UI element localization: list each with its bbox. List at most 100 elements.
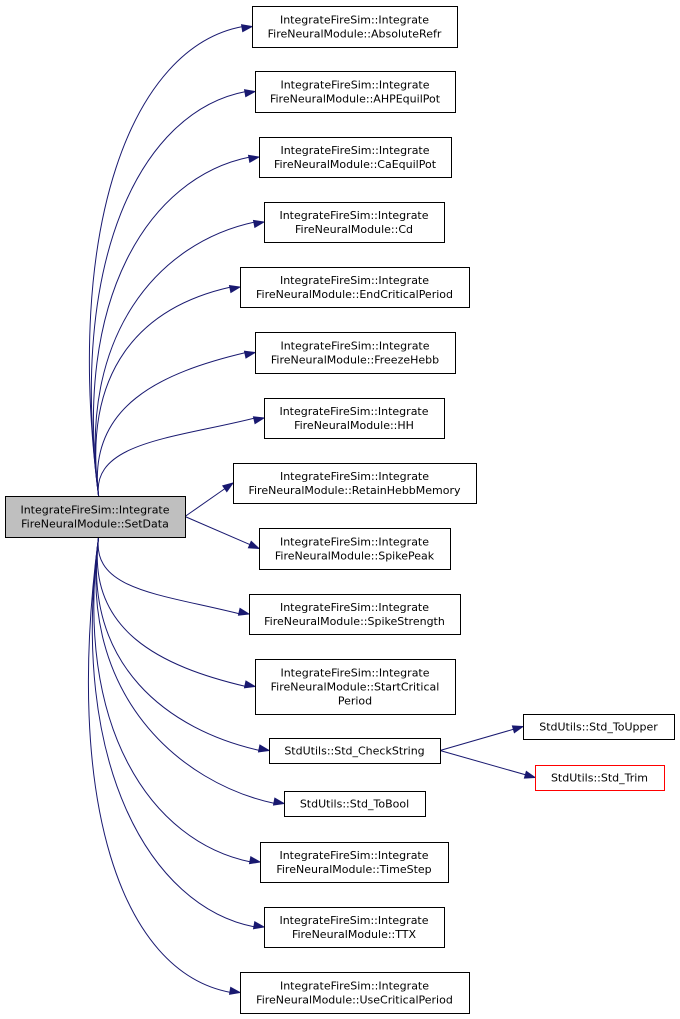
node-label-line: FireNeuralModule::FreezeHebb xyxy=(271,354,439,367)
edge-line xyxy=(92,156,251,497)
arrowhead-icon xyxy=(257,744,271,753)
arrowhead-icon xyxy=(237,607,251,616)
edge-line xyxy=(439,750,527,776)
arrowhead-icon xyxy=(523,770,537,779)
arrowhead-icon xyxy=(272,797,286,806)
node-label-line: FireNeuralModule::Cd xyxy=(295,223,413,236)
arrowhead-icon xyxy=(247,540,261,550)
arrowhead-icon xyxy=(248,855,262,865)
node-box xyxy=(264,907,445,948)
node-ahpequilpot[interactable]: IntegrateFireSim::IntegrateFireNeuralMod… xyxy=(255,71,456,113)
node-spikestrength[interactable]: IntegrateFireSim::IntegrateFireNeuralMod… xyxy=(249,594,461,635)
node-label-line: FireNeuralModule::HH xyxy=(294,419,414,432)
arrowhead-icon xyxy=(252,921,266,930)
edge-line xyxy=(184,487,226,517)
node-label-line: IntegrateFireSim::Integrate xyxy=(280,470,429,483)
node-startcriticalperiod[interactable]: IntegrateFireSim::IntegrateFireNeuralMod… xyxy=(255,659,456,715)
node-label-line: FireNeuralModule::StartCritical xyxy=(271,681,440,694)
edge-setdata-to-ttx xyxy=(91,536,266,930)
arrowhead-icon xyxy=(243,89,257,98)
node-spikepeak[interactable]: IntegrateFireSim::IntegrateFireNeuralMod… xyxy=(259,528,451,570)
node-box xyxy=(233,463,477,504)
arrowhead-icon xyxy=(221,482,235,493)
node-box xyxy=(284,791,426,817)
node-std-toupper[interactable]: StdUtils::Std_ToUpper xyxy=(523,714,675,740)
node-std-checkstring[interactable]: StdUtils::Std_CheckString xyxy=(269,738,441,764)
node-endcriticalperiod[interactable]: IntegrateFireSim::IntegrateFireNeuralMod… xyxy=(240,267,470,308)
node-label-line: StdUtils::Std_ToBool xyxy=(300,798,409,811)
node-label-line: IntegrateFireSim::Integrate xyxy=(20,504,169,517)
node-label-line: FireNeuralModule::RetainHebbMemory xyxy=(248,484,461,497)
arrowhead-icon xyxy=(228,284,242,294)
node-label-line: IntegrateFireSim::Integrate xyxy=(280,667,429,680)
node-retainhebbmemory[interactable]: IntegrateFireSim::IntegrateFireNeuralMod… xyxy=(233,463,477,504)
node-absoluterefr[interactable]: IntegrateFireSim::IntegrateFireNeuralMod… xyxy=(252,6,458,48)
edge-line xyxy=(95,286,232,497)
node-label-line: IntegrateFireSim::Integrate xyxy=(279,849,428,862)
edge-setdata-to-hh xyxy=(97,416,266,497)
edge-setdata-to-absoluterefr xyxy=(88,24,254,497)
node-std-trim[interactable]: StdUtils::Std_Trim xyxy=(535,765,665,791)
node-freezehebb[interactable]: IntegrateFireSim::IntegrateFireNeuralMod… xyxy=(255,332,456,374)
node-label-line: IntegrateFireSim::Integrate xyxy=(280,14,429,27)
node-usecriticalperiod[interactable]: IntegrateFireSim::IntegrateFireNeuralMod… xyxy=(240,972,470,1014)
edge-setdata-to-retainhebbmemory xyxy=(184,482,235,517)
node-box xyxy=(259,137,452,178)
edges-layer xyxy=(87,24,537,995)
node-setdata[interactable]: IntegrateFireSim::IntegrateFireNeuralMod… xyxy=(5,496,186,538)
node-hh[interactable]: IntegrateFireSim::IntegrateFireNeuralMod… xyxy=(264,398,445,439)
edge-setdata-to-caequilpot xyxy=(92,154,261,497)
edge-setdata-to-startcriticalperiod xyxy=(96,536,257,689)
node-label-line: FireNeuralModule::UseCriticalPeriod xyxy=(256,994,453,1007)
node-label-line: FireNeuralModule::CaEquilPot xyxy=(274,158,437,171)
edge-setdata-to-ahpequilpot xyxy=(90,89,257,497)
node-label-line: FireNeuralModule::SetData xyxy=(21,518,169,531)
node-label-line: FireNeuralModule::TTX xyxy=(292,928,417,941)
node-box xyxy=(259,528,451,570)
node-std-tobool[interactable]: StdUtils::Std_ToBool xyxy=(284,791,426,817)
node-label-line: IntegrateFireSim::Integrate xyxy=(280,980,429,993)
node-label-line: FireNeuralModule::SpikePeak xyxy=(275,550,435,563)
edge-line xyxy=(97,536,241,615)
node-label-line: StdUtils::Std_Trim xyxy=(551,772,648,785)
node-label-line: IntegrateFireSim::Integrate xyxy=(280,536,429,549)
edge-line xyxy=(439,728,515,751)
edge-setdata-to-freezehebb xyxy=(96,350,257,497)
arrowhead-icon xyxy=(228,986,242,995)
node-label-line: IntegrateFireSim::Integrate xyxy=(280,274,429,287)
node-ttx[interactable]: IntegrateFireSim::IntegrateFireNeuralMod… xyxy=(264,907,445,948)
node-box xyxy=(252,6,458,48)
node-box xyxy=(5,496,186,538)
node-box xyxy=(255,659,456,715)
node-box xyxy=(523,714,675,740)
edge-line xyxy=(93,536,252,863)
edge-line xyxy=(88,26,244,497)
node-label-line: IntegrateFireSim::Integrate xyxy=(279,914,428,927)
node-label-line: IntegrateFireSim::Integrate xyxy=(280,601,429,614)
node-box xyxy=(264,202,445,243)
node-label-line: IntegrateFireSim::Integrate xyxy=(279,405,428,418)
node-label-line: IntegrateFireSim::Integrate xyxy=(279,209,428,222)
edge-line xyxy=(90,91,247,497)
edge-line xyxy=(96,352,247,497)
node-cd[interactable]: IntegrateFireSim::IntegrateFireNeuralMod… xyxy=(264,202,445,243)
arrowhead-icon xyxy=(252,416,266,425)
edge-setdata-to-spikestrength xyxy=(97,536,251,616)
edge-line xyxy=(94,221,256,497)
node-label-line: Period xyxy=(338,695,372,708)
edge-line xyxy=(96,536,247,687)
arrowhead-icon xyxy=(511,725,525,734)
node-box xyxy=(264,398,445,439)
edge-setdata-to-std-checkstring xyxy=(96,536,271,753)
edge-std-checkstring-to-std-trim xyxy=(439,750,537,779)
node-box xyxy=(260,842,449,883)
node-box xyxy=(240,972,470,1014)
edge-std-checkstring-to-std-toupper xyxy=(439,725,525,751)
node-box xyxy=(535,765,665,791)
node-caequilpot[interactable]: IntegrateFireSim::IntegrateFireNeuralMod… xyxy=(259,137,452,178)
arrowhead-icon xyxy=(247,154,261,164)
node-label-line: FireNeuralModule::AHPEquilPot xyxy=(270,93,441,106)
edge-setdata-to-endcriticalperiod xyxy=(95,284,242,497)
node-label-line: IntegrateFireSim::Integrate xyxy=(280,144,429,157)
node-timestep[interactable]: IntegrateFireSim::IntegrateFireNeuralMod… xyxy=(260,842,449,883)
